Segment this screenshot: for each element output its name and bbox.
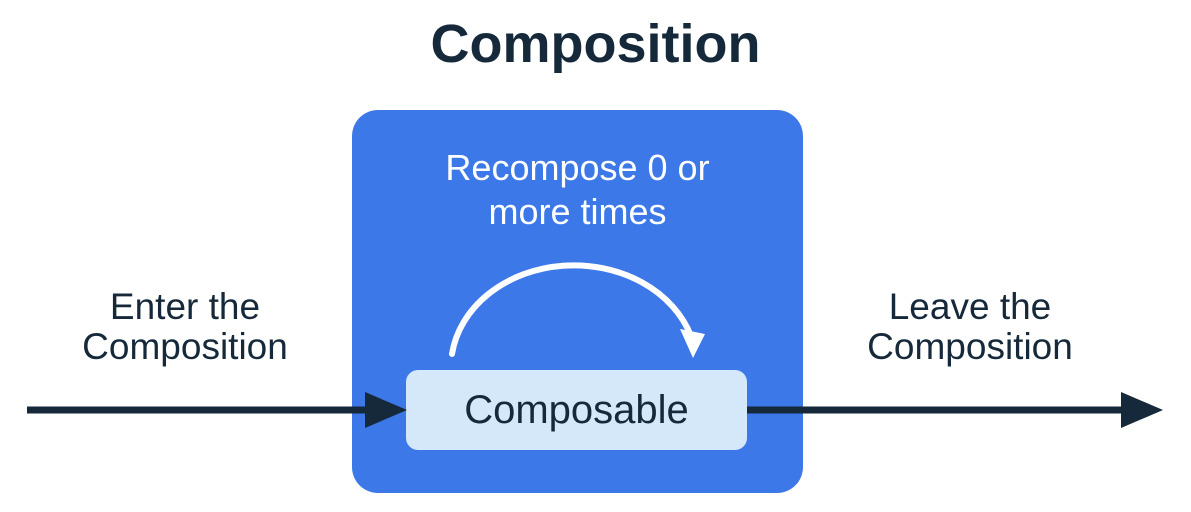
composition-box: Recompose 0 or more times Composable [352, 110, 803, 493]
recompose-label: Recompose 0 or more times [445, 147, 710, 232]
enter-composition-label: Enter the Composition [82, 286, 288, 367]
leave-arrow-icon [747, 392, 1163, 428]
enter-arrow-icon [27, 392, 407, 428]
leave-composition-label: Leave the Composition [867, 286, 1073, 367]
composable-box: Composable [406, 370, 747, 450]
leave-arrow-head [1121, 392, 1163, 428]
diagram-title: Composition [430, 14, 761, 74]
composable-label: Composable [464, 388, 689, 432]
